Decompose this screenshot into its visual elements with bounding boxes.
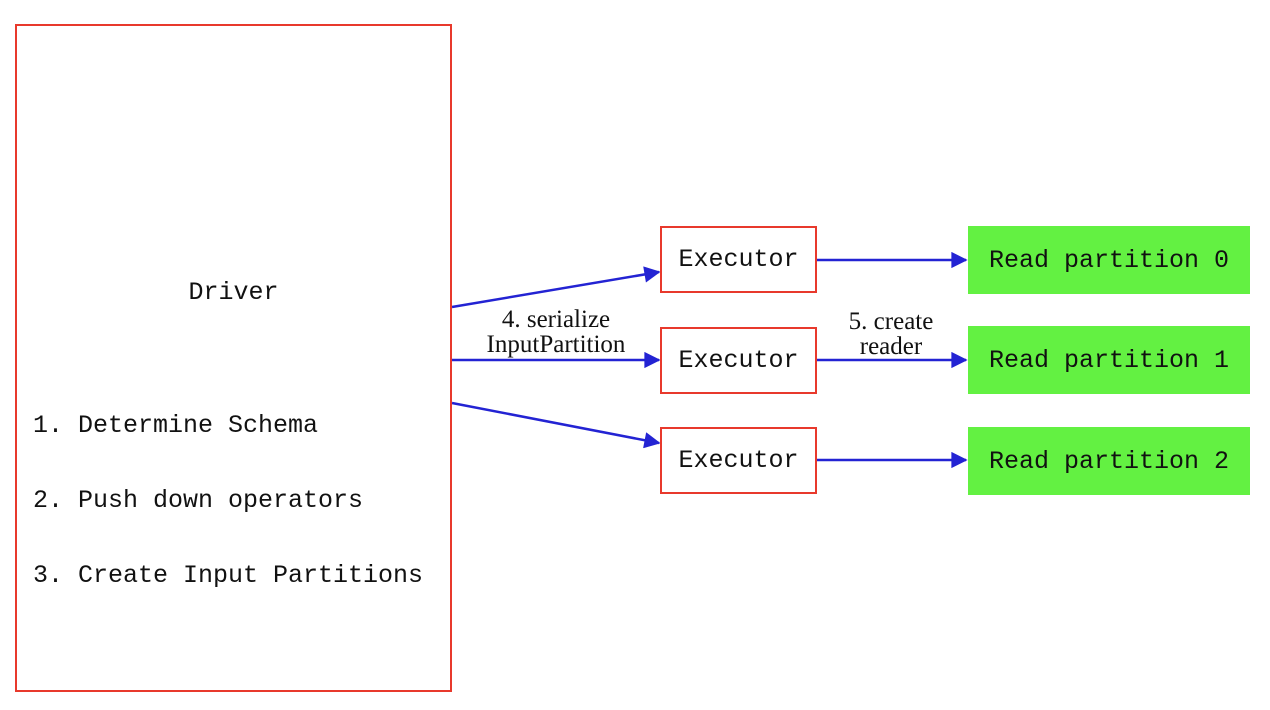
read-partition-box-1: Read partition 1: [968, 326, 1250, 394]
driver-step: 1. Determine Schema: [33, 411, 319, 440]
arrow-driver-to-executor-2: [451, 401, 661, 449]
edge-label-line: 4. serialize: [501, 306, 611, 333]
edge-label-line: reader: [859, 333, 923, 360]
read-partition-label: Read partition 0: [988, 245, 1230, 275]
driver-step: 3. Create Input Partitions: [33, 561, 424, 590]
read-partition-box-2: Read partition 2: [968, 427, 1250, 495]
arrow-driver-to-executor-0: [451, 266, 661, 309]
executor-label: Executor: [678, 346, 799, 375]
driver-title: Driver: [188, 278, 279, 307]
read-partition-box-0: Read partition 0: [968, 226, 1250, 294]
edge-label-line: 5. create: [848, 308, 934, 335]
edge-label-create-reader: 5. create reader: [781, 309, 1001, 359]
read-partition-label: Read partition 2: [988, 446, 1230, 476]
executor-label: Executor: [678, 245, 799, 274]
executor-label: Executor: [678, 446, 799, 475]
edge-label-serialize-inputpartition: 4. serialize InputPartition: [446, 307, 666, 357]
driver-steps-list: 1. Determine Schema 2. Push down operato…: [33, 363, 423, 638]
driver-step: 2. Push down operators: [33, 486, 364, 515]
executor-box-2: Executor: [660, 427, 817, 494]
executor-box-1: Executor: [660, 327, 817, 394]
read-partition-label: Read partition 1: [988, 345, 1230, 375]
driver-box: Driver 1. Determine Schema 2. Push down …: [15, 24, 452, 692]
edge-label-line: InputPartition: [486, 331, 626, 358]
executor-box-0: Executor: [660, 226, 817, 293]
